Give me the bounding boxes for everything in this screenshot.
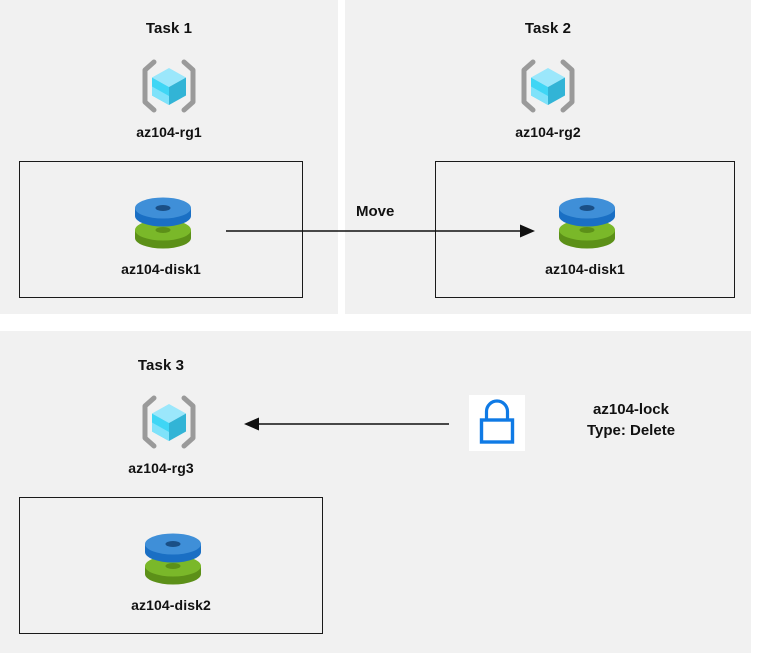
managed-disk-icon bbox=[555, 194, 619, 252]
resource-group-icon bbox=[140, 57, 198, 115]
lock-arrow bbox=[244, 417, 449, 431]
resource-group-icon bbox=[140, 393, 198, 451]
padlock-icon bbox=[469, 395, 525, 451]
task-3-resource-group-label: az104-rg3 bbox=[128, 460, 194, 476]
managed-disk-icon bbox=[131, 194, 195, 252]
task-2-title: Task 2 bbox=[524, 20, 572, 37]
task-2-resource-label: az104-disk1 bbox=[545, 261, 625, 277]
task-2-panel: Task 2 az104-rg2 bbox=[345, 0, 751, 314]
task-3-resource-box: az104-disk2 bbox=[19, 497, 323, 634]
task-1-resource-box: az104-disk1 bbox=[19, 161, 303, 298]
task-2-resource-group-label: az104-rg2 bbox=[515, 124, 581, 140]
task-3-title: Task 3 bbox=[137, 357, 185, 374]
lock-name: az104-lock bbox=[593, 401, 669, 418]
move-connector-label: Move bbox=[356, 203, 395, 220]
task-1-resource-label: az104-disk1 bbox=[121, 261, 201, 277]
managed-disk-icon bbox=[141, 530, 205, 588]
task-1-panel: Task 1 az104-rg1 bbox=[0, 0, 338, 314]
task-2-resource-box: az104-disk1 bbox=[435, 161, 735, 298]
move-arrow bbox=[226, 224, 535, 238]
task-3-resource-label: az104-disk2 bbox=[131, 597, 211, 613]
task-3-panel: Task 3 az104-rg3 bbox=[0, 331, 751, 653]
resource-group-icon bbox=[519, 57, 577, 115]
task-1-title: Task 1 bbox=[145, 20, 193, 37]
task-1-resource-group-label: az104-rg1 bbox=[136, 124, 202, 140]
lock-type: Type: Delete bbox=[586, 422, 676, 439]
lock-info: az104-lock Type: Delete bbox=[536, 399, 726, 441]
